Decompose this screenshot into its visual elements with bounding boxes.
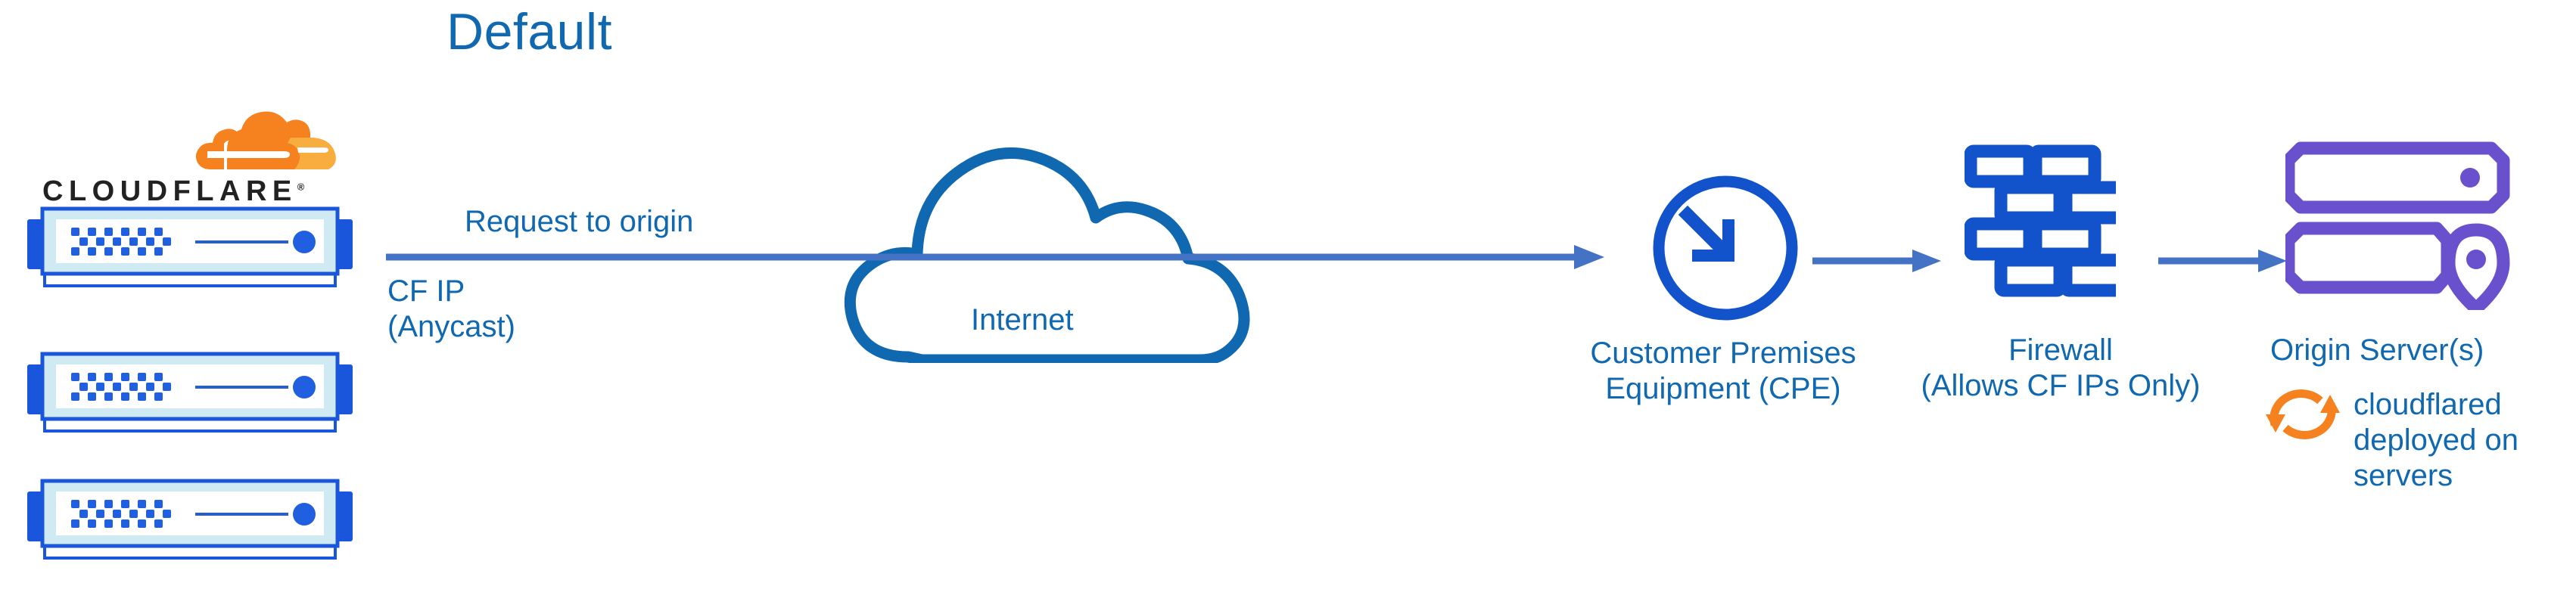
- rack-unit-top: [2282, 141, 2510, 214]
- label-origin-server: Origin Server(s): [2270, 333, 2484, 367]
- cloudflare-logo: CLOUDFLARE®: [32, 104, 350, 210]
- location-pin-dot: [2466, 250, 2486, 269]
- router-icon: [1650, 172, 1801, 327]
- server-status-led: [293, 376, 316, 398]
- four-way-arrows: [1678, 206, 1734, 262]
- connection-edge-to-cpe: [386, 242, 1612, 276]
- label-internet: Internet: [971, 303, 1074, 336]
- registered-trademark-symbol: ®: [297, 181, 305, 193]
- sync-arrows-icon: [2261, 378, 2344, 454]
- connection-cpe-to-firewall: [1812, 247, 1945, 279]
- server-status-led: [293, 231, 316, 253]
- label-firewall: Firewall (Allows CF IPs Only): [1921, 333, 2201, 403]
- connection-firewall-to-origin: [2158, 247, 2291, 279]
- server-rack-pin-icon: [2282, 136, 2512, 315]
- server-stack-icon-1: [27, 203, 353, 290]
- rack-led-top: [2460, 168, 2480, 188]
- server-port-leds: [71, 228, 171, 256]
- brick-wall-icon: [1964, 144, 2132, 306]
- label-cf-ip-anycast: CF IP (Anycast): [387, 274, 515, 344]
- page-title: Default: [446, 3, 612, 60]
- rack-unit-bottom: [2282, 222, 2454, 294]
- cloudflare-cloud-mark: [195, 111, 336, 169]
- label-customer-premises-equipment: Customer Premises Equipment (CPE): [1590, 336, 1856, 406]
- server-stack-icon-3: [27, 475, 353, 562]
- server-port-leds: [71, 373, 171, 401]
- server-status-led: [293, 503, 316, 526]
- cloudflare-wordmark: CLOUDFLARE®: [42, 175, 304, 208]
- connection-label-request-to-origin: Request to origin: [465, 205, 694, 238]
- server-stack-icon-2: [27, 348, 353, 435]
- server-port-leds: [71, 500, 171, 528]
- wordmark-text: CLOUDFLARE: [42, 175, 297, 207]
- label-cloudflared-deployed: cloudflared deployed on servers: [2354, 388, 2518, 493]
